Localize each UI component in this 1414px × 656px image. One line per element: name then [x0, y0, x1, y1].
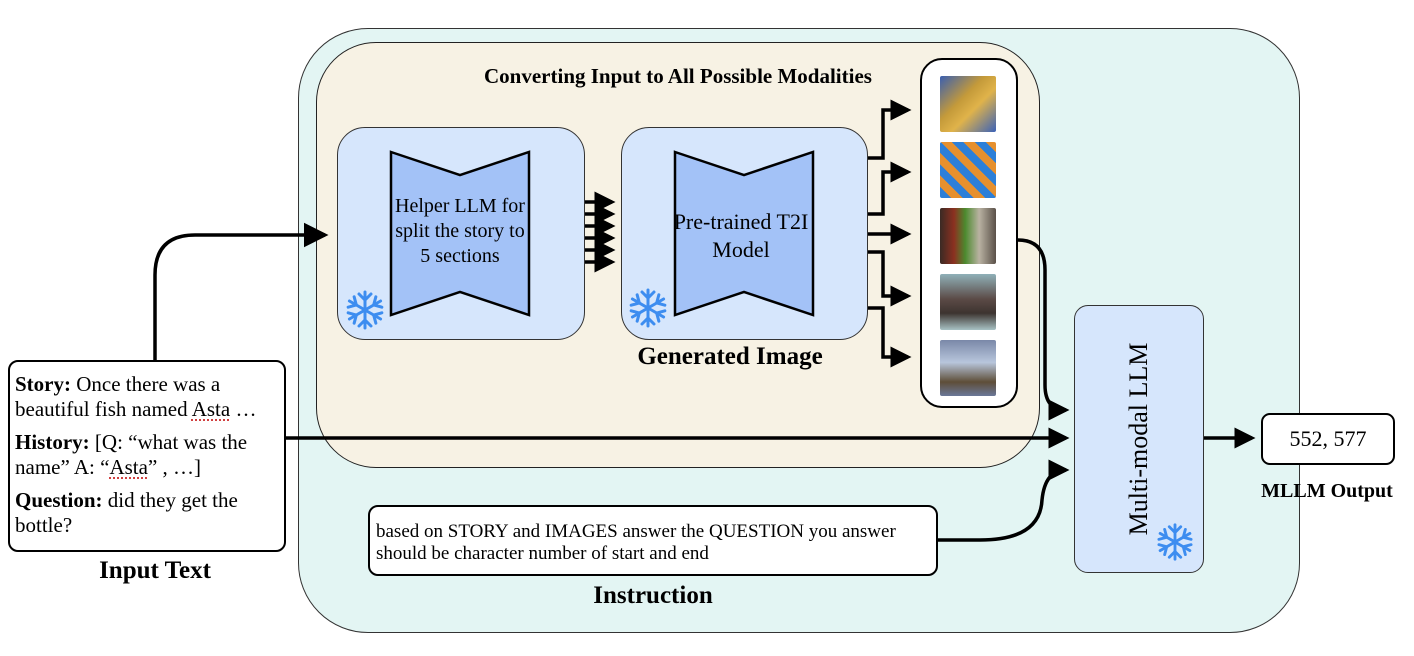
input-text-box: Story: Once there was a beautiful fish n… [8, 360, 286, 552]
history-text: [Q: “what was the name” A: “ [15, 430, 248, 479]
multimodal-llm-block [1074, 305, 1204, 573]
multimodal-llm-label: Multi-modal LLM [1124, 342, 1153, 536]
snowflake-icon [1155, 523, 1195, 561]
instruction-label: Instruction [593, 582, 713, 609]
multimodal-llm-label-wrap: Multi-modal LLM [1074, 305, 1204, 573]
generated-image-1 [940, 76, 996, 132]
story-text: Once there was a beautiful fish named [15, 372, 221, 421]
story-ellipsis: … [230, 397, 257, 421]
mllm-output-label: MLLM Output [1261, 480, 1393, 502]
generated-image-3 [940, 208, 996, 264]
generated-image-label: Generated Image [637, 343, 823, 370]
arrow-instruction-to-mllm [938, 459, 1070, 542]
history-name: Asta [109, 455, 148, 479]
conversion-stage-title: Converting Input to All Possible Modalit… [484, 64, 872, 88]
story-line: Story: Once there was a beautiful fish n… [15, 372, 278, 422]
story-key: Story: [15, 372, 71, 396]
helper-llm-label: Helper LLM for split the story to 5 sect… [395, 195, 525, 267]
history-line: History: [Q: “what was the name” A: “Ast… [15, 430, 278, 480]
t2i-model-shape [673, 150, 815, 317]
arrow-input-to-helper [153, 222, 329, 360]
input-text-label: Input Text [99, 557, 211, 584]
arrow-images-to-mllm [1017, 238, 1070, 421]
instruction-box: based on STORY and IMAGES answer the QUE… [368, 505, 938, 576]
helper-llm-shape [389, 150, 531, 317]
snowflake-icon [344, 290, 386, 330]
arrows-t2i-to-images [868, 99, 912, 368]
story-name: Asta [191, 397, 231, 421]
generated-image-2 [940, 142, 996, 198]
t2i-model-label: Pre-trained T2I Model [673, 209, 809, 262]
arrows-helper-to-t2i [585, 191, 616, 273]
question-text: did they get the bottle? [15, 488, 238, 537]
generated-image-4 [940, 274, 996, 330]
mllm-output-box: 552, 577 [1261, 413, 1395, 465]
question-key: Question: [15, 488, 103, 512]
question-line: Question: did they get the bottle? [15, 488, 278, 538]
history-key: History: [15, 430, 90, 454]
snowflake-icon [627, 288, 669, 328]
generated-image-5 [940, 340, 996, 396]
history-tail: ” , …] [147, 455, 202, 479]
